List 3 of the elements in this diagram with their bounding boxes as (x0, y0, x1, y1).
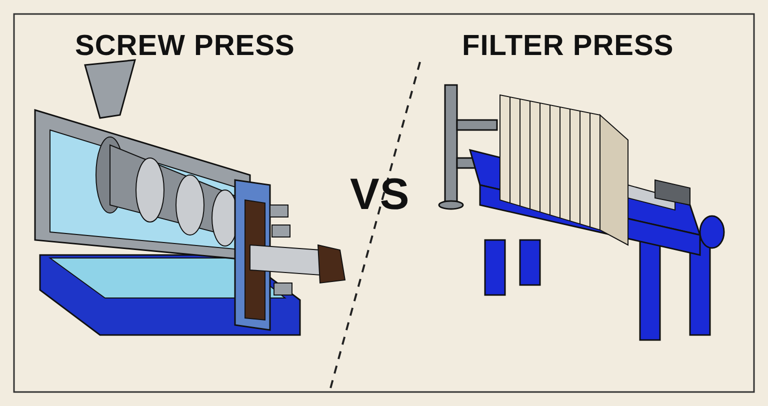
heading: FILTER PRESS (462, 30, 674, 63)
versus-text: VS (350, 170, 410, 220)
heading: SCREW PRESS (75, 30, 295, 63)
